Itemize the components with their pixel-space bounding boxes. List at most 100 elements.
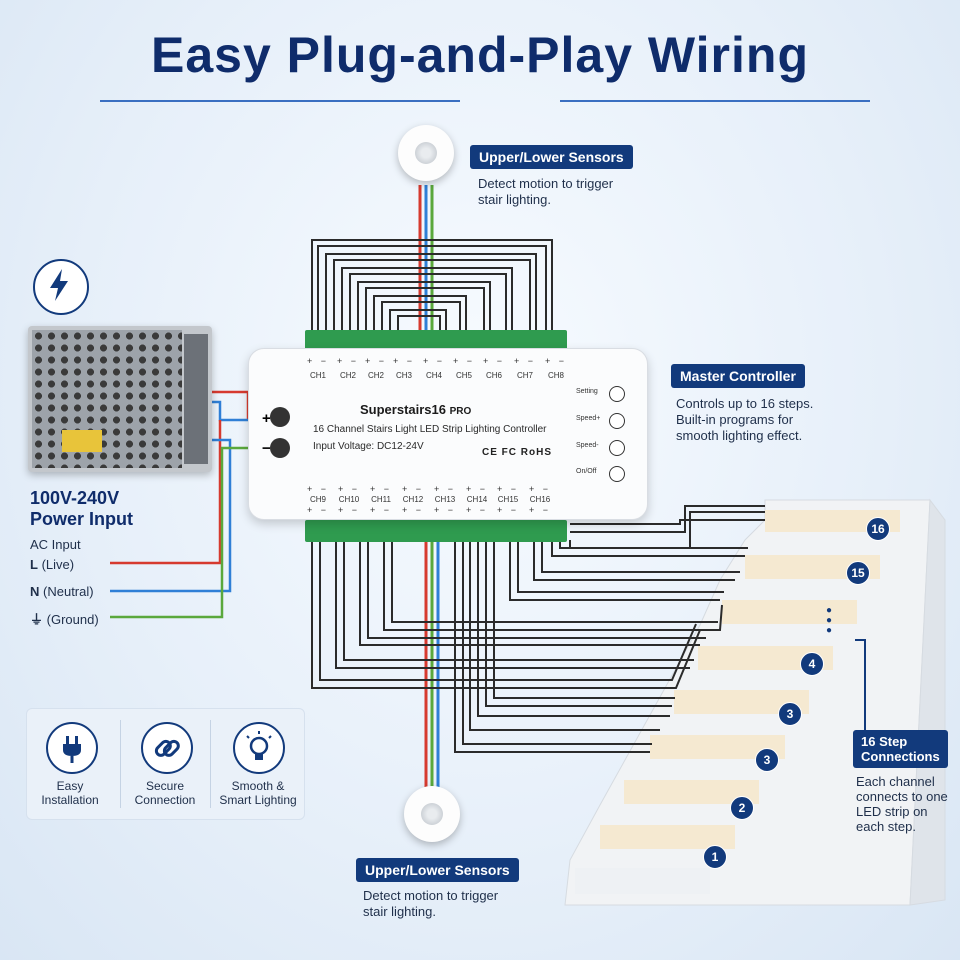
live-label: L (Live) <box>30 557 74 572</box>
top-terminal-block <box>305 330 567 352</box>
controller-screw-left-minus: − <box>262 440 271 457</box>
step-desc-1: Each channel <box>856 774 935 789</box>
bottom-polarity-lower-12: + − <box>401 505 424 515</box>
bottom-channel-label: CH14 <box>466 495 488 504</box>
power-supply-unit <box>28 326 212 472</box>
button-label-setting: Setting <box>576 388 598 395</box>
feature-0-line2: Installation <box>41 793 99 807</box>
top-polarity-2: + − <box>336 356 359 366</box>
bottom-channel-label: CH12 <box>402 495 424 504</box>
lightning-bolt-glyph <box>50 269 68 301</box>
top-channel-label: CH7 <box>516 371 533 380</box>
lightbulb-icon <box>233 722 285 774</box>
step-badge-3a: 3 <box>778 702 802 726</box>
top-polarity-7: + − <box>482 356 505 366</box>
sensor-lens <box>421 803 443 825</box>
step-label-line2: Connections <box>861 749 940 764</box>
lightning-bolt-icon <box>33 259 89 315</box>
feature-2-line2: Smart Lighting <box>219 793 297 807</box>
step-badge-15: 15 <box>846 561 870 585</box>
step-badge-16: 16 <box>866 517 890 541</box>
upper-sensor-desc-2: stair lighting. <box>478 192 551 207</box>
step-desc-2: connects to one <box>856 789 948 804</box>
step-badge-3b: 3 <box>755 748 779 772</box>
bottom-polarity-lower-13: + − <box>433 505 456 515</box>
controller-body <box>248 348 648 520</box>
top-channel-wires <box>311 239 553 332</box>
controller-name: Superstairs16 PRO <box>360 402 471 417</box>
bottom-channel-label: CH15 <box>497 495 519 504</box>
bottom-polarity-10: + − <box>337 484 360 494</box>
controller-button-setting[interactable] <box>609 386 625 402</box>
ground-label: ⏚ (Ground) <box>30 609 99 628</box>
bottom-channel-label: CH11 <box>371 495 391 504</box>
upper-sensor-label: Upper/Lower Sensors <box>470 145 633 169</box>
live-key: L <box>30 557 38 572</box>
top-channel-label: CH1 <box>309 371 326 380</box>
link-glyph <box>154 739 180 757</box>
controller-voltage: Input Voltage: DC12-24V <box>313 441 424 452</box>
bottom-channel-label: CH16 <box>529 495 551 504</box>
psu-label-sticker <box>62 430 102 452</box>
bottom-polarity-16: + − <box>528 484 551 494</box>
psu-grille <box>32 330 182 468</box>
bottom-terminal-block <box>305 520 567 542</box>
title-divider-left <box>100 100 460 102</box>
master-desc-1: Controls up to 16 steps. <box>676 396 814 411</box>
power-title-line1: 100V-240V <box>30 488 120 508</box>
lower-sensor-label: Upper/Lower Sensors <box>356 858 519 882</box>
neutral-label: N (Neutral) <box>30 584 94 599</box>
ac-input-label: AC Input <box>30 537 81 552</box>
step-ellipsis: ●●● <box>826 605 833 636</box>
top-polarity-6: + − <box>452 356 475 366</box>
controller-name-suffix: PRO <box>449 406 472 417</box>
bottom-channel-label: CH9 <box>309 495 326 504</box>
bottom-polarity-15: + − <box>496 484 519 494</box>
bottom-polarity-13: + − <box>433 484 456 494</box>
bottom-polarity-lower-15: + − <box>496 505 519 515</box>
top-polarity-8: + − <box>513 356 536 366</box>
feature-0-line1: Easy <box>56 779 84 793</box>
bottom-polarity-lower-16: + − <box>528 505 551 515</box>
neutral-text: (Neutral) <box>43 584 94 599</box>
step-label-line1: 16 Step <box>861 734 908 749</box>
master-desc-3: smooth lighting effect. <box>676 428 803 443</box>
bottom-polarity-lower-11: + − <box>369 505 392 515</box>
top-channel-label: CH3 <box>395 371 412 380</box>
controller-button-onoff[interactable] <box>609 466 625 482</box>
bottom-polarity-12: + − <box>401 484 424 494</box>
top-polarity-5: + − <box>422 356 445 366</box>
ground-text: (Ground) <box>46 612 99 627</box>
neutral-key: N <box>30 584 40 599</box>
live-text: (Live) <box>41 557 75 572</box>
page-title: Easy Plug-and-Play Wiring <box>150 27 809 83</box>
link-icon <box>141 722 193 774</box>
bottom-channel-wires <box>311 505 765 753</box>
bottom-polarity-lower-14: + − <box>465 505 488 515</box>
step-bracket <box>855 639 866 740</box>
step-badge-4: 4 <box>800 652 824 676</box>
bottom-polarity-14: + − <box>465 484 488 494</box>
top-channel-label: CH5 <box>455 371 472 380</box>
feature-1-line2: Connection <box>134 793 196 807</box>
controller-button-speed[interactable] <box>609 440 625 456</box>
top-channel-label: CH4 <box>425 371 442 380</box>
upper-sensor-desc-1: Detect motion to trigger <box>478 176 614 191</box>
master-controller-label: Master Controller <box>671 364 805 388</box>
plug-icon <box>46 722 98 774</box>
bottom-polarity-9: + − <box>306 484 329 494</box>
controller-subtitle: 16 Channel Stairs Light LED Strip Lighti… <box>313 424 547 435</box>
sensor-lens <box>415 142 437 164</box>
voltage-badge-icon <box>270 438 290 458</box>
lightbulb-glyph <box>246 731 272 760</box>
button-label-speed: Speed+ <box>576 415 601 422</box>
top-channel-label: CH2 <box>367 371 384 380</box>
controller-name-text: Superstairs16 <box>360 402 446 417</box>
controller-button-speed[interactable] <box>609 413 625 429</box>
lower-sensor-desc-2: stair lighting. <box>363 904 436 919</box>
feature-divider-2 <box>210 720 211 808</box>
controller-certs: CE FC RoHS <box>482 447 552 458</box>
